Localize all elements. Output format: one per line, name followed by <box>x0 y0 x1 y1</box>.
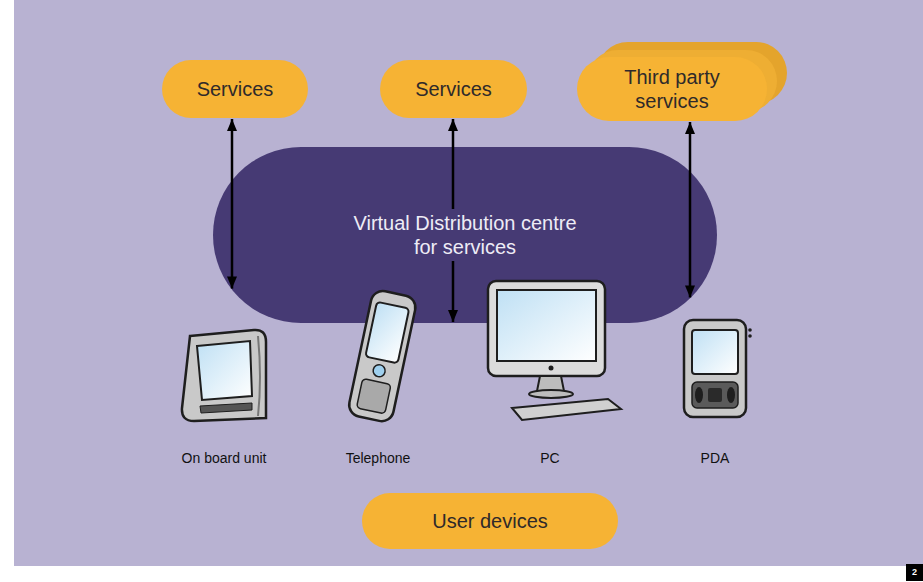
device-label: PC <box>540 450 559 467</box>
distribution-cloud-shape <box>213 147 717 323</box>
pill-text: Services <box>415 77 492 101</box>
user-devices-pill: User devices <box>362 493 618 549</box>
pc-icon <box>488 281 621 420</box>
page-number: 2 <box>906 564 923 581</box>
device-label: Telephone <box>346 450 411 467</box>
centre-title: Virtual Distribution centre for services <box>342 209 589 261</box>
service-pill: Services <box>380 60 527 118</box>
device-label: On board unit <box>182 450 267 467</box>
double-arrow <box>231 119 234 289</box>
distribution-centre: Virtual Distribution centre for services <box>213 147 717 323</box>
pill-text: Services <box>197 77 274 101</box>
double-arrow <box>689 122 692 297</box>
service-pill: Services <box>162 60 308 118</box>
pill-text: User devices <box>432 509 548 533</box>
third-party-pill: Third party services <box>577 57 767 121</box>
pill-text: Third party services <box>607 65 737 113</box>
on-board-unit-icon <box>182 330 266 421</box>
pda-icon <box>684 320 752 417</box>
telephone-icon <box>347 289 418 424</box>
device-label: PDA <box>701 450 730 467</box>
